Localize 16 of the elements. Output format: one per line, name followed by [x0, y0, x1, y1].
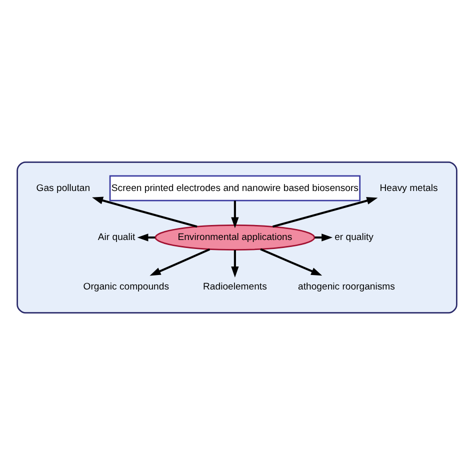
arrow — [150, 248, 210, 276]
arrow — [272, 196, 378, 228]
arrow — [231, 200, 239, 228]
node-text: er quality — [334, 232, 374, 243]
arrow — [92, 196, 198, 228]
node-text: Gas pollutan — [36, 182, 90, 194]
node-text: Radioelements — [203, 280, 267, 292]
node-text: Organic compounds — [83, 280, 169, 292]
node-text: Air qualit — [98, 232, 136, 243]
node-box: Screen printed electrodes and nanowire based biosensors — [109, 174, 361, 201]
arrow — [231, 250, 239, 277]
node-text: athogenic roorganisms — [298, 280, 395, 292]
node-text: Heavy metals — [380, 182, 438, 194]
arrow — [260, 248, 322, 276]
cluster — [16, 161, 458, 313]
node-ellipse: Environmental applications — [154, 224, 316, 250]
